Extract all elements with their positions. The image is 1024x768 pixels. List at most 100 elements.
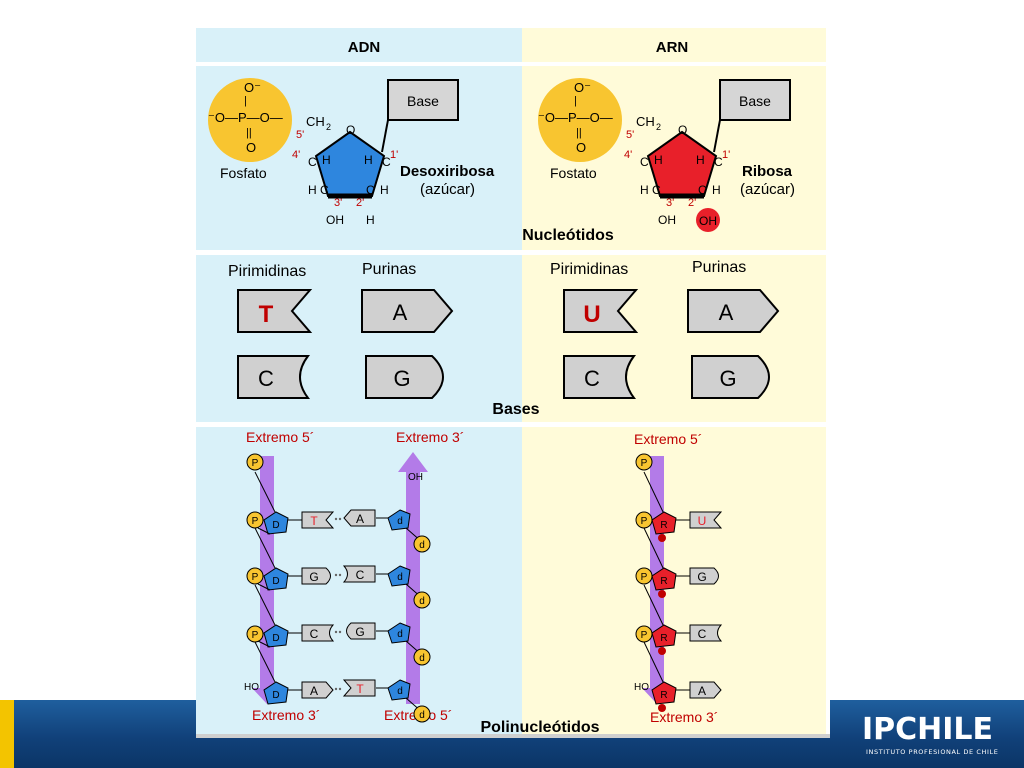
svg-text:D: D [272,520,279,531]
base-A: A [689,681,722,699]
phosphate-o-bottom: O [246,140,256,155]
base-U: U [689,511,723,529]
svg-text:H: H [696,153,705,167]
phosphate-chain: ⁻O—P—O— [208,110,283,125]
svg-text:OH: OH [326,213,344,227]
svg-text:P: P [641,458,648,469]
svg-text:HO: HO [634,682,649,693]
svg-text:C: C [640,155,649,169]
svg-text:|: | [244,95,247,107]
svg-text:C: C [258,366,274,391]
svg-text:T: T [310,514,318,528]
phosphate-node: P [635,453,653,471]
svg-text:C: C [320,183,329,197]
svg-text:P: P [252,572,259,583]
svg-text:d: d [419,653,425,664]
svg-text:C: C [310,627,319,641]
phosphate-node: P [635,567,653,585]
base-C [563,355,637,399]
separator [196,250,830,255]
svg-text:5': 5' [626,129,634,141]
phosphate-node: P [635,511,653,529]
phosphate-label: Fosfato [220,165,267,181]
base-G [691,355,770,399]
svg-text:G: G [719,366,736,391]
dna-left-bottom-end: Extremo 3´ [252,707,320,723]
phosphate-node: P [246,567,264,585]
svg-text:P: P [641,572,648,583]
ribose-label: Ribosa [742,163,793,180]
svg-text:R: R [660,690,667,701]
svg-text:HO: HO [244,682,259,693]
dna-pyrimidines-label: Pirimidinas [228,263,306,280]
svg-text:C: C [366,183,375,197]
svg-text:1': 1' [722,149,730,161]
svg-text:||: || [576,127,582,139]
c5-label: 5' [296,129,304,141]
rna-top-end: Extremo 5´ [634,431,702,447]
deoxyribose-node: D [254,527,302,591]
svg-text:H: H [654,153,663,167]
svg-text:d: d [397,686,403,697]
phosphate-node: d [413,535,431,553]
svg-text:P: P [252,516,259,527]
ribose-node: R [643,527,690,598]
base-T: T [342,679,376,697]
svg-text:C: C [652,183,661,197]
svg-text:O: O [346,123,355,137]
header-dna: ADN [348,39,381,56]
dna-right-top-end: Extremo 3´ [396,429,464,445]
svg-text:Base: Base [407,93,439,109]
base-C: C [342,565,376,583]
dna-nucleotide: O⁻ | ⁻O—P—O— || O CH 2 5' Fosfato O 4' C… [208,78,495,227]
hydrogen-bond [334,517,342,521]
svg-text:H: H [712,183,721,197]
base-C [237,355,311,399]
svg-text:⁻O—P—O—: ⁻O—P—O— [538,110,613,125]
svg-text:T: T [356,682,364,696]
polynucleotides-section-label: Polinucleótidos [480,719,599,736]
base-C: C [301,624,335,642]
svg-text:C: C [356,568,365,582]
base-T [237,289,313,333]
svg-text:C: C [584,366,600,391]
base-G: G [301,567,331,585]
ribose-ring [646,130,718,199]
svg-text:d: d [419,540,425,551]
svg-text:P: P [252,630,259,641]
svg-text:2: 2 [326,122,331,132]
svg-text:R: R [660,576,667,587]
svg-text:C: C [308,155,317,169]
phosphate-label: Fostato [550,165,597,181]
nucleic-acid-diagram: ADN ARN O⁻ | ⁻O—P—O— || O CH 2 5' Fosfat… [196,28,830,738]
svg-text:D: D [272,633,279,644]
base-T: T [301,511,335,529]
svg-text:A: A [719,300,734,325]
hydrogen-bond [334,630,342,634]
deoxyribose-label: Desoxiribosa [400,163,495,180]
base-U [563,289,639,333]
svg-text:R: R [660,633,667,644]
svg-text:A: A [310,684,318,698]
phosphate-node: P [246,625,264,643]
svg-text:U: U [583,301,600,328]
svg-text:H: H [366,213,375,227]
svg-text:3': 3' [334,197,342,209]
svg-text:3': 3' [666,197,674,209]
svg-text:d: d [419,596,425,607]
svg-text:G: G [697,570,706,584]
logo-name: IPCHILE [862,712,994,747]
dna-right-backbone [398,452,428,704]
deoxyribose-node: d [376,622,423,656]
ribose-node: R [643,641,690,712]
base-C: C [689,624,723,642]
phosphate-node: P [246,511,264,529]
bases-section: Pirimidinas Purinas Pirimidinas Purinas … [228,259,780,418]
svg-text:|: | [574,95,577,107]
svg-text:OH: OH [658,213,676,227]
svg-text:O: O [678,123,687,137]
svg-text:Base: Base [739,93,771,109]
svg-text:P: P [641,630,648,641]
svg-text:H: H [322,153,331,167]
